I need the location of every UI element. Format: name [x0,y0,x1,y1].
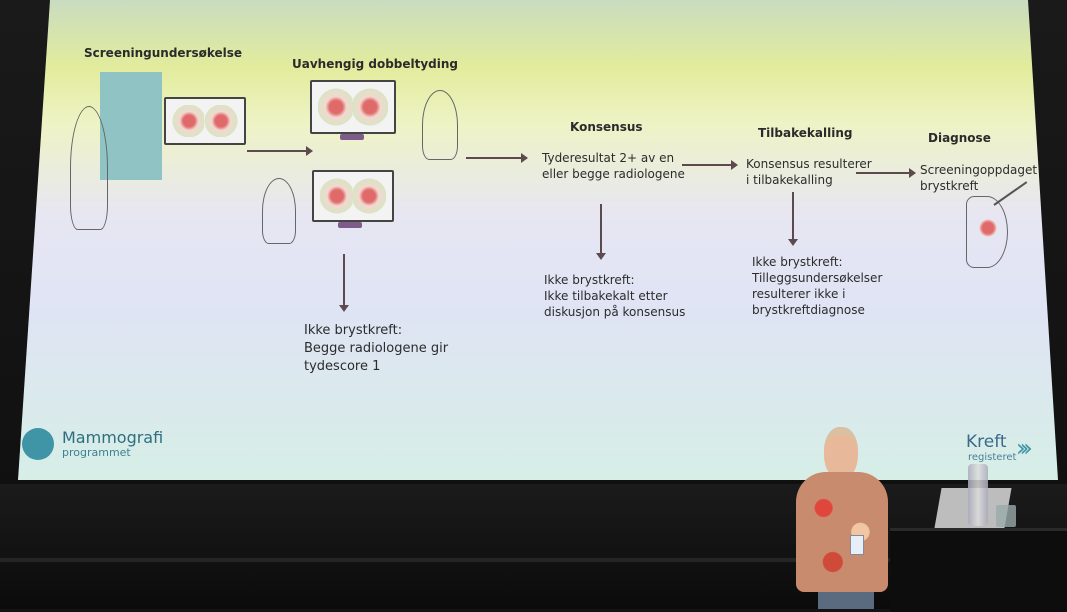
header-recall: Tilbakekalling [758,126,853,140]
arrow-to-diagnosis [856,168,916,178]
not-cancer-text-1: Ikke brystkreft: Begge radiologene gir t… [304,323,449,374]
speaker-body [796,472,888,592]
header-screening: Screeningundersøkelse [84,46,243,60]
projection-screen: Screeningundersøkelse Uavhengig dobbelty… [18,0,1058,480]
arrow-to-recall [682,160,738,170]
logo-left-line1: Mammografi [62,428,164,447]
water-bottle [968,464,988,526]
arrow-to-double-reading [247,146,313,156]
arrow-down-not-cancer-1 [339,254,349,312]
speaker-badge [850,535,864,555]
logo-right-line1: Kreft [966,432,1007,452]
kreftregisteret-arrow-icon: ››› [1016,434,1033,462]
logo-left-line2: programmet [62,446,131,459]
speaker-head [824,427,858,479]
arrow-down-not-cancer-2 [596,204,606,260]
logo-right-line2: registeret [968,452,1017,463]
header-consensus: Konsensus [570,120,643,134]
stage-edge [0,558,1067,562]
mammografi-logo-icon [22,428,54,460]
stage-floor [0,484,1067,609]
speaker-legs [818,592,874,609]
header-diagnosis: Diagnose [928,131,991,145]
not-cancer-text-3: Ikke brystkreft: Tilleggsundersøkelser r… [752,255,883,317]
not-cancer-text-2: Ikke brystkreft: Ikke tilbakekalt etter … [544,273,686,319]
header-double-reading: Uavhengig dobbeltyding [292,57,459,71]
arrow-down-not-cancer-3 [788,192,798,246]
arrow-to-consensus [466,153,528,163]
recall-text: Konsensus resulterer i tilbakekalling [746,157,872,187]
presenter-table [890,528,1067,612]
diagnosis-text: Screeningoppdaget brystkreft [920,163,1038,193]
water-glass [996,505,1016,527]
consensus-text: Tyderesultat 2+ av en eller begge radiol… [542,151,685,181]
